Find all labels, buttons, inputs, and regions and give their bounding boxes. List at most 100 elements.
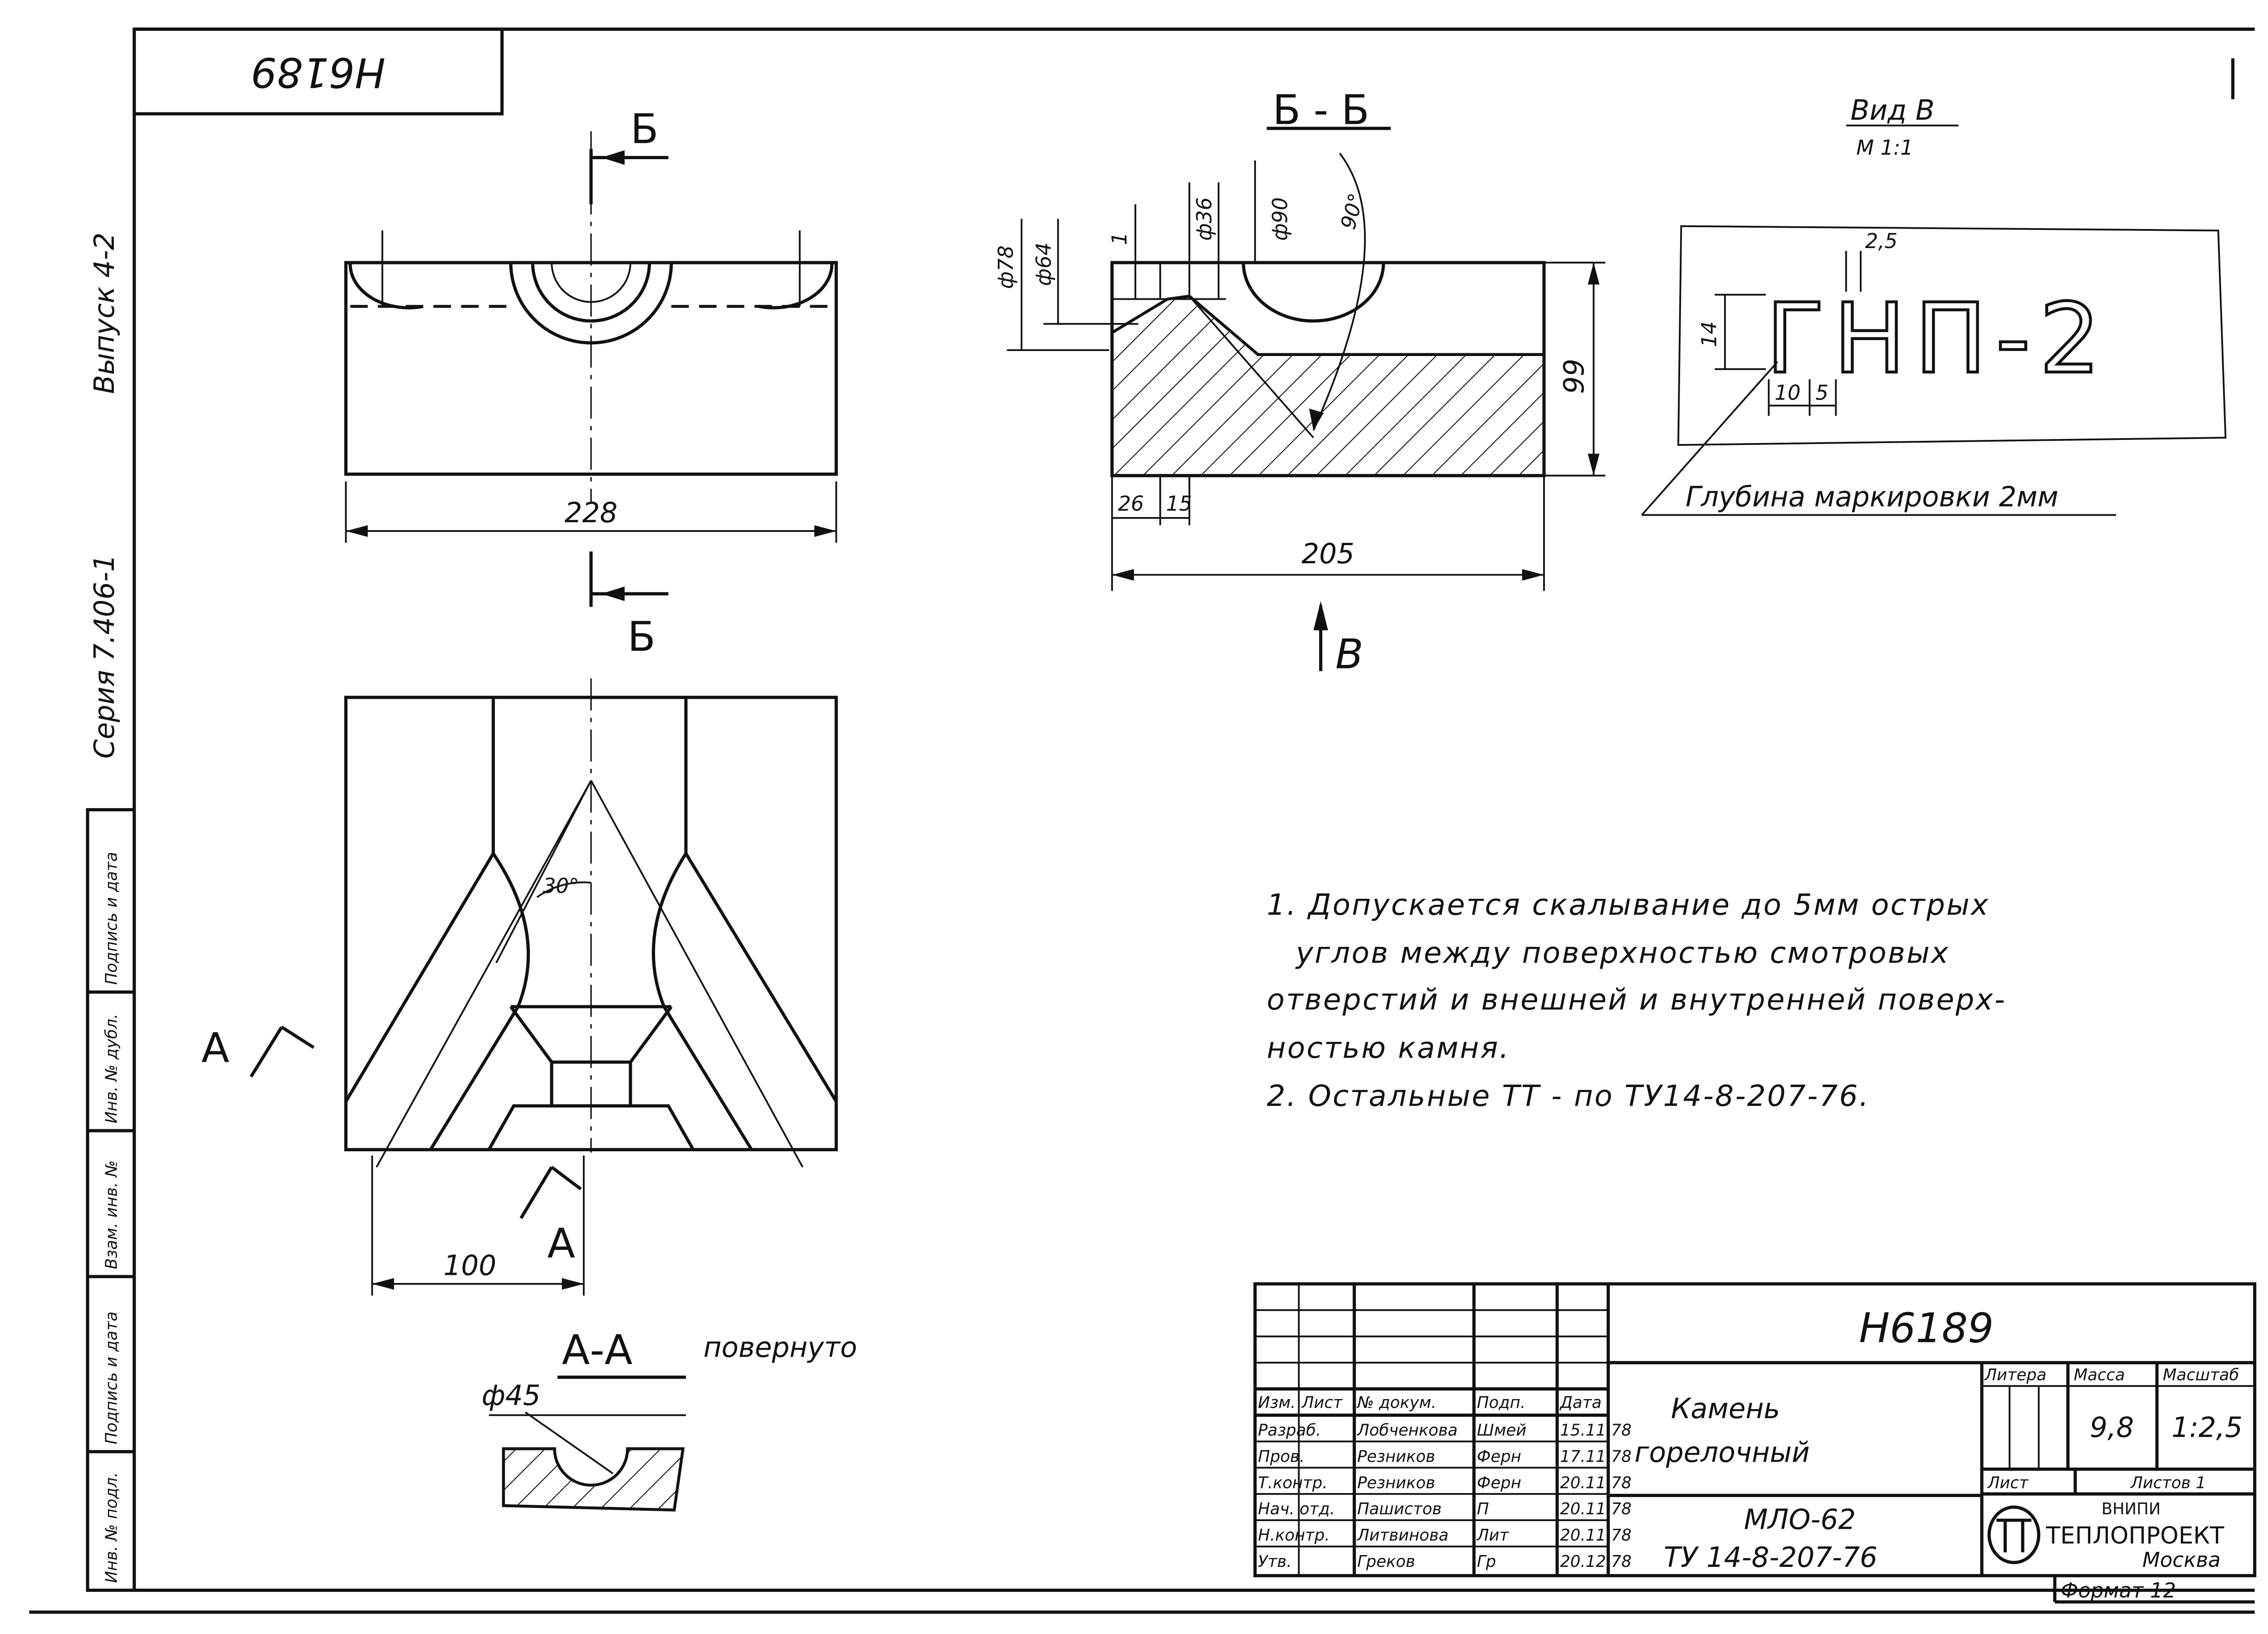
marking-depth-note: Глубина маркировки 2мм xyxy=(1686,481,2058,513)
tb-name: Резников xyxy=(1357,1473,1435,1492)
tb-name: Пашистов xyxy=(1357,1500,1442,1518)
view-v-title: Вид В xyxy=(1851,94,1935,127)
note-line-1: 1. Допускается скалывание до 5мм острых xyxy=(1267,888,1990,922)
tb-date: 20.11.78 xyxy=(1560,1526,1632,1545)
dim-phi90: ф90 xyxy=(1268,197,1292,241)
marking-gnp2: ГНП-2 xyxy=(1766,283,2109,395)
view-arrow-v: В xyxy=(1335,630,1364,678)
sheet-frame xyxy=(29,27,2255,1614)
dim-10: 10 xyxy=(1774,380,1800,405)
side-stamp: Инв. № подл. Подпись и дата Взам. инв. №… xyxy=(86,808,136,1592)
tb-role: Разраб. xyxy=(1258,1421,1321,1440)
note-line-5: 2. Остальные ТТ - по ТУ14-8-207-76. xyxy=(1267,1079,1870,1113)
org-logo xyxy=(1987,1505,2041,1564)
tb-sign: Лит xyxy=(1476,1526,1510,1545)
section-arrow-a-lower: А xyxy=(547,1220,575,1268)
tb-hdr-izm: Изм. xyxy=(1258,1393,1295,1412)
side-issue-label: Выпуск 4-2 xyxy=(88,233,121,394)
tb-hdr-date: Дата xyxy=(1559,1393,1602,1412)
tb-date: 20.11.78 xyxy=(1560,1500,1632,1518)
dim-99: 99 xyxy=(1558,359,1590,394)
note-line-4: ностью камня. xyxy=(1267,1031,1510,1065)
dim-205: 205 xyxy=(1301,538,1354,570)
side-stamp-col-2: Подпись и дата xyxy=(102,1312,121,1444)
dim-15: 15 xyxy=(1166,492,1192,516)
side-stamp-col-3: Взам. инв. № xyxy=(102,1161,121,1269)
tb-date: 20.12.78 xyxy=(1560,1552,1632,1571)
view-v: Вид В М 1:1 ГНП-2 2,5 14 10 5 Глубина ма… xyxy=(1641,94,2227,516)
dim-1: 1 xyxy=(1108,232,1132,245)
title-block: Изм. Лист № докум. Подп. Дата Разраб. Ло… xyxy=(1253,1282,2257,1604)
corner-code-box: Н6189 xyxy=(132,27,504,116)
side-stamp-col-5: Подпись и дата xyxy=(102,852,121,985)
view-v-scale: М 1:1 xyxy=(1856,136,1913,160)
tb-material-2: ТУ 14-8-207-76 xyxy=(1664,1541,1877,1574)
dim-angle-90: 90° xyxy=(1336,190,1369,232)
tb-date: 17.11.78 xyxy=(1560,1447,1632,1466)
corner-code: Н6189 xyxy=(251,49,386,96)
tb-name: Лобченкова xyxy=(1356,1421,1457,1440)
tb-sign: П xyxy=(1477,1500,1489,1518)
dim-100: 100 xyxy=(444,1250,497,1282)
tb-org-1: ВНИПИ xyxy=(2102,1500,2160,1518)
tb-name: Литвинова xyxy=(1356,1526,1448,1545)
tb-sign: Ферн xyxy=(1477,1447,1521,1466)
tb-name-line1: Камень xyxy=(1671,1393,1780,1425)
dim-228: 228 xyxy=(565,497,618,529)
dim-phi64: ф64 xyxy=(1031,243,1056,286)
section-bb: Б - Б ф78 ф64 1 ф36 ф90 90° 99 xyxy=(994,86,1606,678)
tb-material-1: МЛО-62 xyxy=(1744,1503,1856,1536)
tb-hdr-doc: № докум. xyxy=(1356,1393,1436,1412)
tb-role: Утв. xyxy=(1258,1552,1291,1571)
dim-2-5: 2,5 xyxy=(1865,229,1898,253)
tb-sheet-label: Лист xyxy=(1987,1473,2029,1492)
section-mark-b-top: Б xyxy=(631,105,659,153)
tb-date: 20.11.78 xyxy=(1560,1473,1632,1492)
section-arrow-a-upper: А xyxy=(201,1024,230,1072)
section-mark-b-bottom: Б xyxy=(627,613,655,661)
dim-phi45: ф45 xyxy=(482,1380,541,1412)
section-aa-title: А-А xyxy=(562,1327,633,1374)
notes: 1. Допускается скалывание до 5мм острых … xyxy=(1267,888,2007,1113)
tb-hdr-sign: Подп. xyxy=(1477,1393,1525,1412)
tb-sign: Шмей xyxy=(1477,1421,1526,1440)
front-view: Б 228 Б xyxy=(344,105,838,661)
side-stamp-col-4: Инв. № дубл. xyxy=(102,1014,121,1123)
tb-scale-label: Масштаб xyxy=(2163,1366,2239,1384)
dim-26: 26 xyxy=(1118,492,1144,516)
tb-code: Н6189 xyxy=(1859,1305,1994,1352)
dim-phi78: ф78 xyxy=(994,245,1018,289)
tb-sign: Гр xyxy=(1477,1552,1496,1571)
dim-phi36: ф36 xyxy=(1192,197,1216,241)
tb-org-2: ТЕПЛОПРОЕКТ xyxy=(2046,1522,2224,1550)
tb-format: Формат 12 xyxy=(2061,1579,2176,1603)
tb-hdr-list: Лист xyxy=(1301,1393,1343,1412)
tb-litera-label: Литера xyxy=(1984,1366,2047,1384)
side-series-label: Серия 7.406-1 xyxy=(88,554,121,759)
angle-30: 30° xyxy=(543,874,579,898)
dim-14: 14 xyxy=(1697,321,1721,347)
tb-role: Нач. отд. xyxy=(1258,1500,1335,1518)
note-line-3: отверстий и внешней и внутренней поверх- xyxy=(1267,983,2007,1017)
tb-sheets-label: Листов 1 xyxy=(2130,1473,2206,1492)
top-view: 30° А А 100 xyxy=(201,678,838,1296)
section-bb-title: Б - Б xyxy=(1272,86,1369,134)
tb-name: Резников xyxy=(1357,1447,1435,1466)
side-stamp-col-1: Инв. № подл. xyxy=(102,1472,121,1583)
dim-5: 5 xyxy=(1815,380,1828,405)
note-line-2: углов между поверхностью смотровых xyxy=(1295,936,1950,970)
tb-date: 15.11.78 xyxy=(1560,1421,1632,1440)
tb-role: Т.контр. xyxy=(1258,1473,1327,1492)
tb-name-line2: горелочный xyxy=(1634,1436,1809,1468)
section-aa: А-А повернуто ф45 xyxy=(482,1327,857,1512)
tb-role: Пров. xyxy=(1258,1447,1305,1466)
tb-sign: Ферн xyxy=(1477,1473,1521,1492)
tb-org-3: Москва xyxy=(2142,1548,2221,1572)
tb-mass-label: Масса xyxy=(2074,1366,2125,1384)
tb-role: Н.контр. xyxy=(1258,1526,1330,1545)
tb-scale-value: 1:2,5 xyxy=(2171,1412,2243,1444)
section-aa-suffix: повернуто xyxy=(704,1332,857,1364)
tb-mass-value: 9,8 xyxy=(2090,1412,2134,1444)
